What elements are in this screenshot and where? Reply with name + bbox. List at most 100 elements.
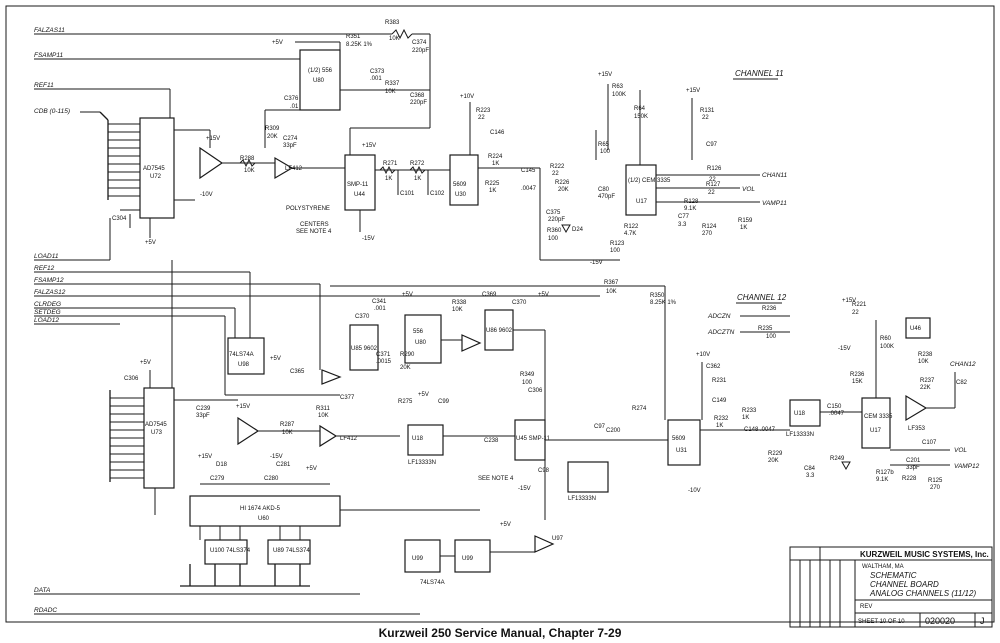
cap-c82: R236 — [762, 306, 777, 312]
data-bus-mid — [109, 390, 144, 482]
u18-rails: +5V — [418, 392, 429, 398]
svg-text:33pF: 33pF — [196, 413, 210, 419]
res-r311: R311 10K — [316, 406, 331, 419]
cap-c148: R233 1K — [742, 408, 757, 421]
input-load12: LOAD12 — [34, 317, 59, 324]
input-clrdeg: CLRDEG — [34, 301, 61, 308]
svg-text:AD7545: AD7545 — [143, 166, 165, 172]
cap-c304: C304 — [112, 209, 140, 228]
svg-text:22: 22 — [852, 310, 859, 316]
mid-input-signals: LOAD11 REF12 FSAMP12 FALZAS12 CLRDEG SET… — [34, 218, 600, 325]
svg-text:R275: R275 — [398, 399, 413, 405]
svg-text:U89 74LS374: U89 74LS374 — [273, 548, 310, 554]
cap-c362: R274 — [632, 406, 647, 412]
u31-rail-neg: -10V — [688, 488, 701, 494]
company-name: KURZWEIL MUSIC SYSTEMS, Inc. — [860, 550, 989, 559]
cap-c101: C101 — [397, 170, 415, 197]
res-r235: R236 15K — [850, 372, 865, 385]
cap-c96: C375 220pF — [546, 210, 565, 223]
svg-text:CEM 3335: CEM 3335 — [864, 414, 893, 420]
svg-text:HI 1674 AKD-5: HI 1674 AKD-5 — [240, 506, 281, 512]
res-r288: R288 10K — [239, 156, 256, 174]
svg-text:C374: C374 — [412, 40, 427, 46]
svg-text:270: 270 — [702, 231, 713, 237]
svg-text:10K: 10K — [282, 430, 293, 436]
chip-u85: U85 9602 — [349, 324, 379, 371]
svg-text:1K: 1K — [489, 188, 496, 194]
chip-u18: U18 LF13333N — [407, 424, 444, 466]
svg-text:74LS74A: 74LS74A — [420, 580, 445, 586]
u45-rail-neg: -15V — [518, 486, 531, 492]
gate-u86-in — [461, 334, 482, 352]
chip-u31: 5609 U31 — [667, 419, 701, 466]
cap-c200: C97 — [594, 424, 606, 430]
output-chan11: CHAN11 — [762, 172, 788, 179]
title-rev-label: REV — [860, 604, 872, 610]
svg-text:20K: 20K — [558, 187, 569, 193]
output-vol-ch11: VOL — [742, 186, 755, 193]
cap-c83: R125 270 — [928, 478, 943, 491]
svg-text:R337: R337 — [385, 81, 400, 87]
res-r123: R123 100 — [610, 241, 625, 254]
svg-text:C368: C368 — [410, 93, 425, 99]
cap-c279: D18 — [216, 462, 228, 468]
svg-text:-10V: -10V — [200, 192, 213, 198]
diode-d18: D24 — [561, 224, 584, 234]
svg-text:1K: 1K — [492, 161, 499, 167]
output-vol-ch12: VOL — [954, 447, 967, 454]
opamp-ch12-out — [905, 394, 928, 422]
chip-u46: U46 — [905, 317, 931, 339]
svg-text:R122: R122 — [624, 224, 639, 230]
svg-text:C376: C376 — [284, 96, 299, 102]
svg-text:C77: C77 — [678, 214, 690, 220]
cap-c150: R229 20K — [768, 451, 783, 464]
svg-text:22: 22 — [709, 177, 716, 183]
res-r64: R64 150K — [634, 106, 648, 120]
cap-c280: C281 — [276, 462, 291, 468]
svg-text:1K: 1K — [414, 176, 421, 182]
svg-text:C370: C370 — [355, 314, 370, 320]
res-r124: R124 270 — [702, 224, 717, 237]
cap-c365: C306 — [528, 388, 543, 394]
svg-text:R65: R65 — [598, 142, 610, 148]
svg-text:100: 100 — [610, 248, 621, 254]
svg-text:C370: C370 — [512, 300, 527, 306]
svg-text:U98: U98 — [238, 362, 250, 368]
chip-u80: (1/2) 556 U80 — [299, 49, 341, 111]
output-chan12: CHAN12 — [950, 361, 976, 368]
cap-c375: R350 8.25K 1% — [650, 293, 677, 306]
u85-rail: +5V — [402, 292, 413, 298]
res-r222: R222 22 — [550, 164, 565, 177]
svg-text:R271: R271 — [383, 161, 398, 167]
svg-text:U100 74LS374: U100 74LS374 — [210, 548, 251, 554]
opamp-lf412b — [274, 156, 294, 180]
svg-text:.001: .001 — [370, 76, 382, 82]
svg-text:R236: R236 — [850, 372, 865, 378]
svg-text:100K: 100K — [612, 92, 626, 98]
svg-text:R231: R231 — [712, 378, 727, 384]
svg-text:220pF: 220pF — [548, 217, 565, 223]
svg-text:U44: U44 — [354, 192, 366, 198]
input-cdb: CDB (0-115) — [34, 108, 70, 115]
company-location: WALTHAM, MA — [862, 564, 904, 570]
svg-text:10K: 10K — [385, 89, 396, 95]
svg-text:R249: R249 — [830, 456, 845, 462]
svg-text:C369: C369 — [482, 292, 497, 298]
svg-text:R159: R159 — [738, 218, 753, 224]
svg-text:C281: C281 — [276, 462, 291, 468]
res-r65: R65 100 — [595, 130, 611, 160]
cap-c274: C274 33pF — [283, 136, 298, 149]
chip-u44: SMP-11 U44 — [344, 154, 376, 211]
svg-text:.001: .001 — [374, 306, 386, 312]
svg-text:U17: U17 — [870, 428, 882, 434]
svg-text:C84: C84 — [804, 466, 816, 472]
svg-text:C280: C280 — [264, 476, 279, 482]
svg-text:U99: U99 — [412, 556, 424, 562]
svg-text:C102: C102 — [430, 191, 445, 197]
svg-text:R124: R124 — [702, 224, 717, 230]
svg-text:C306: C306 — [124, 376, 139, 382]
svg-text:U17: U17 — [636, 199, 648, 205]
u44-rail-neg: -15V — [362, 236, 375, 242]
res-r309: R309 20K — [264, 110, 280, 148]
cap-c99: R275 — [398, 399, 413, 405]
